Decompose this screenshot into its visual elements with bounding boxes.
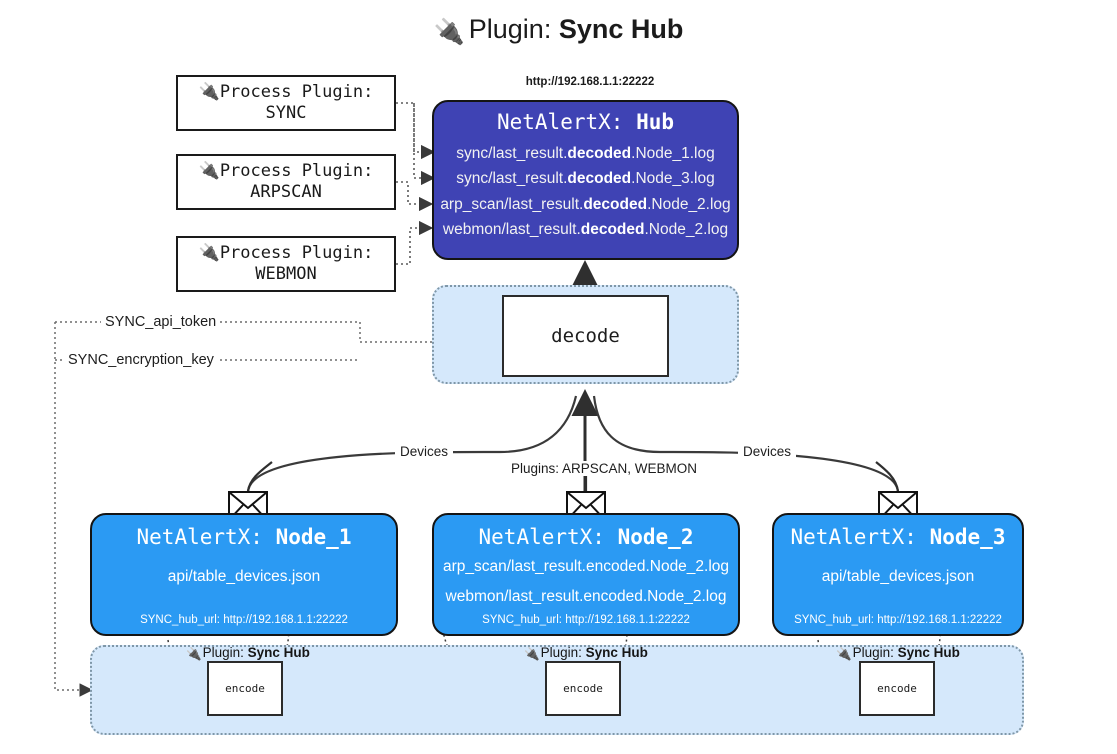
node-title: NetAlertX: Node_2 (478, 525, 694, 549)
encoder-plugin-caption: 🔌Plugin: Sync Hub (836, 645, 960, 661)
node-resource-line: webmon/last_result.encoded.Node_2.log (445, 588, 727, 606)
plug-icon: 🔌 (186, 647, 202, 661)
plug-icon: 🔌 (198, 243, 220, 264)
edge-label-devices-left: Devices (395, 444, 454, 459)
label-sync-encryption-key: SYNC_encryption_key (64, 352, 218, 368)
encoder-plugin-caption: 🔌Plugin: Sync Hub (186, 645, 310, 661)
node-hub-url: SYNC_hub_url: http://192.168.1.1:22222 (794, 614, 1002, 626)
node-3[interactable]: NetAlertX: Node_3 api/table_devices.json… (772, 513, 1024, 636)
page-title-name: Sync Hub (558, 14, 684, 44)
plug-icon: 🔌 (198, 161, 220, 182)
edge-label-plugins: Plugins: ARPSCAN, WEBMON (506, 461, 703, 476)
process-plugin-sync[interactable]: 🔌Process Plugin: SYNC (176, 75, 396, 131)
decode-box[interactable]: decode (502, 295, 669, 377)
process-plugin-label: 🔌Process Plugin: (198, 243, 374, 264)
process-plugin-name: ARPSCAN (250, 182, 322, 202)
hub-log-line: sync/last_result.decoded.Node_1.log (456, 145, 715, 162)
process-plugin-name: SYNC (265, 103, 307, 123)
plug-icon: 🔌 (433, 18, 465, 46)
label-sync-api-token: SYNC_api_token (101, 314, 221, 330)
edge-label-devices-right: Devices (738, 444, 797, 459)
process-plugin-name: WEBMON (255, 264, 317, 284)
encoder-plugin-caption: 🔌Plugin: Sync Hub (524, 645, 648, 661)
hub-node[interactable]: NetAlertX: Hub sync/last_result.decoded.… (432, 100, 739, 260)
node-hub-url: SYNC_hub_url: http://192.168.1.1:22222 (482, 614, 690, 626)
encode-box-node-3[interactable]: encode (859, 661, 935, 716)
plug-icon: 🔌 (198, 82, 220, 103)
hub-log-line: sync/last_result.decoded.Node_3.log (456, 170, 715, 188)
node-1[interactable]: NetAlertX: Node_1 api/table_devices.json… (90, 513, 398, 636)
page-title-prefix: Plugin: (468, 14, 552, 44)
encode-box-node-1[interactable]: encode (207, 661, 283, 716)
page-title: 🔌Plugin: Sync Hub (0, 14, 1117, 47)
node-2[interactable]: NetAlertX: Node_2 arp_scan/last_result.e… (432, 513, 740, 636)
node-resource-line: api/table_devices.json (167, 568, 321, 585)
plug-icon: 🔌 (836, 647, 852, 661)
process-plugin-label: 🔌Process Plugin: (198, 161, 374, 182)
process-plugin-arpscan[interactable]: 🔌Process Plugin: ARPSCAN (176, 154, 396, 210)
node-title: NetAlertX: Node_3 (790, 525, 1006, 549)
hub-title: NetAlertX: Hub (496, 110, 675, 134)
plug-icon: 🔌 (524, 647, 540, 661)
process-plugin-webmon[interactable]: 🔌Process Plugin: WEBMON (176, 236, 396, 292)
process-plugin-label: 🔌Process Plugin: (198, 82, 374, 103)
node-title: NetAlertX: Node_1 (136, 525, 352, 549)
hub-log-line: arp_scan/last_result.decoded.Node_2.log (440, 195, 731, 213)
node-hub-url: SYNC_hub_url: http://192.168.1.1:22222 (140, 614, 348, 626)
hub-url-label: http://192.168.1.1:22222 (525, 76, 655, 88)
hub-log-line: webmon/last_result.decoded.Node_2.log (442, 220, 729, 238)
encode-box-node-2[interactable]: encode (545, 661, 621, 716)
node-resource-line: arp_scan/last_result.encoded.Node_2.log (442, 558, 730, 575)
node-resource-line: api/table_devices.json (821, 568, 975, 585)
